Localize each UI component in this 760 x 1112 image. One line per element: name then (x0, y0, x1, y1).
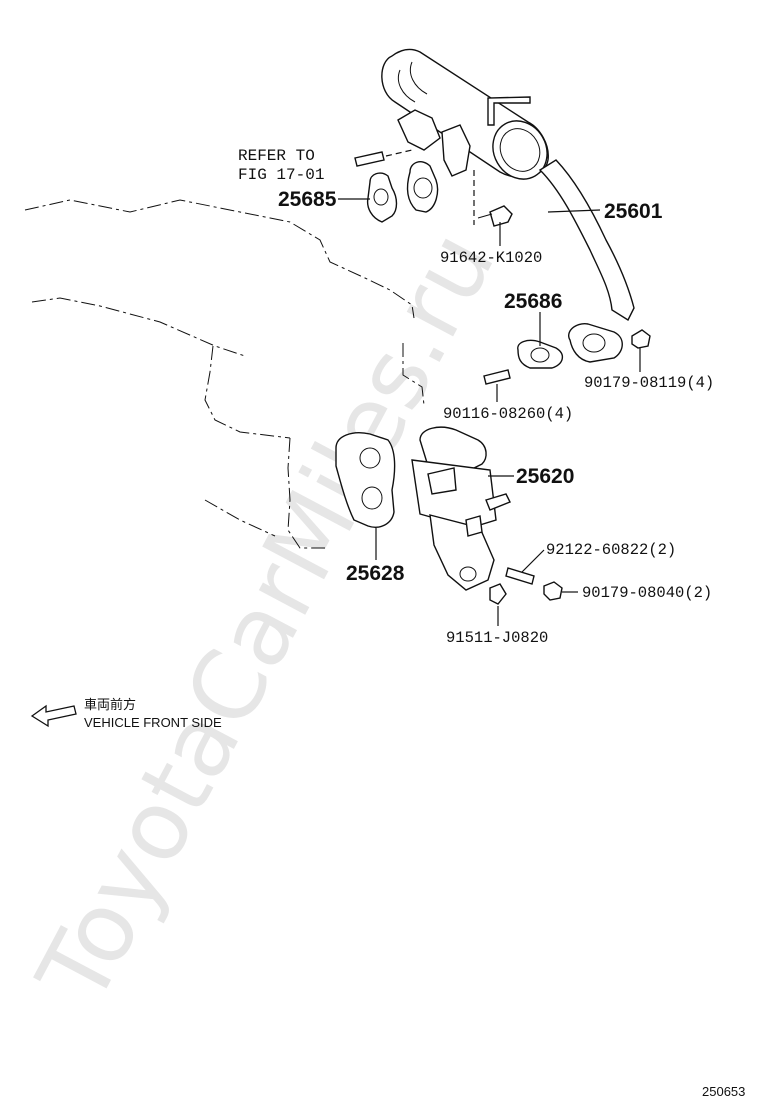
label-90179-08040: 90179-08040(2) (582, 584, 712, 602)
stud-92122 (505, 567, 535, 585)
nut-90179-08040 (543, 581, 563, 601)
gasket-25628 (335, 432, 396, 528)
bolt-91511 (489, 583, 507, 605)
front-direction-indicator: 車両前方 VEHICLE FRONT SIDE (30, 697, 222, 730)
cooler-flange-gasket (406, 161, 439, 213)
label-25628: 25628 (346, 562, 405, 585)
egr-valve-25620 (411, 426, 511, 591)
front-direction-jp: 車両前方 (84, 697, 136, 712)
label-25620: 25620 (516, 465, 574, 488)
engine-outline (24, 199, 425, 549)
gasket-25686 (517, 339, 563, 369)
watermark: ToyotaCarMiles.ru (16, 214, 517, 1022)
left-arrow-icon (30, 704, 77, 728)
bolt-91642 (473, 170, 513, 227)
refer-stud (354, 149, 413, 167)
refer-note-line1: REFER TO (238, 147, 315, 165)
label-91642: 91642-K1020 (440, 249, 542, 267)
egr-cooler-25601 (381, 48, 635, 363)
label-25686: 25686 (504, 290, 562, 313)
label-25601: 25601 (604, 200, 663, 223)
label-92122: 92122-60822(2) (546, 541, 676, 559)
label-90179-08119: 90179-08119(4) (584, 374, 714, 392)
leader-lines (338, 198, 641, 626)
figure-id: 250653 (702, 1084, 745, 1099)
label-25685: 25685 (278, 188, 337, 211)
refer-note-line2: FIG 17-01 (238, 166, 324, 184)
label-91511: 91511-J0820 (446, 629, 548, 647)
gasket-25685 (366, 172, 398, 223)
nut-90179-08119 (631, 329, 651, 349)
stud-90116 (483, 369, 511, 385)
front-direction-en: VEHICLE FRONT SIDE (84, 715, 222, 730)
label-90116: 90116-08260(4) (443, 405, 573, 423)
